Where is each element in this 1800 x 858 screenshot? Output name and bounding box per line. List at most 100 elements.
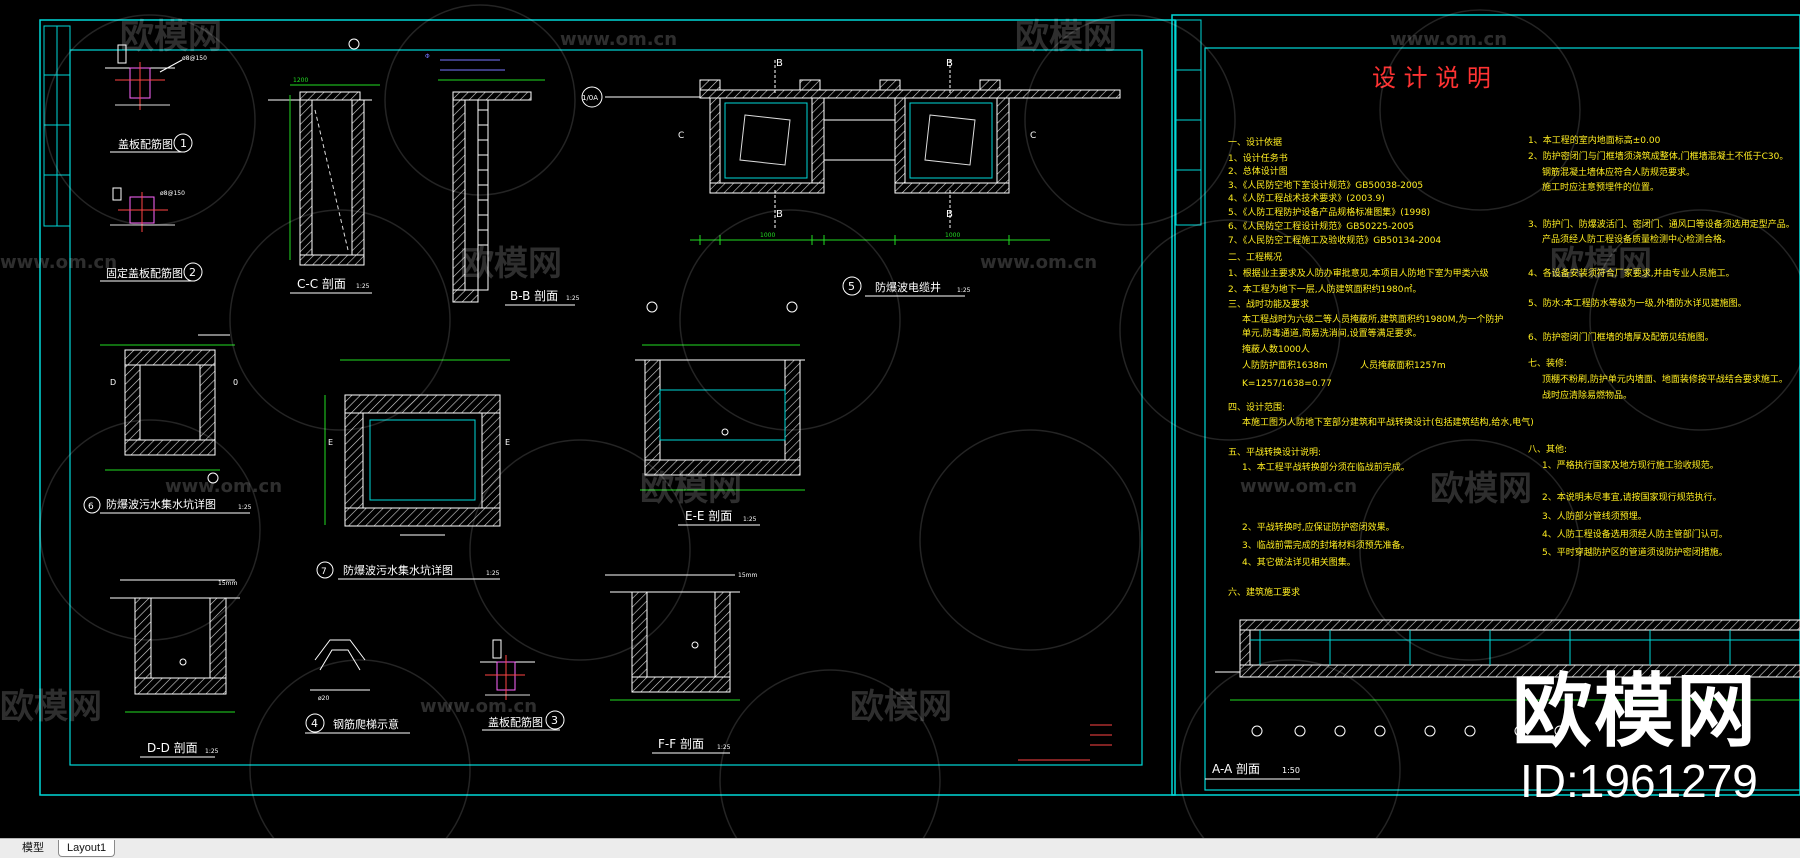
notes-column-2: 1、本工程的室内地面标高±0.00 2、防护密闭门与门框墙须浇筑成整体,门框墙混… <box>1528 134 1795 558</box>
svg-text:1000: 1000 <box>945 232 960 239</box>
svg-text:本施工图为人防地下室部分建筑和平战转换设计(包括建筑结构,给: 本施工图为人防地下室部分建筑和平战转换设计(包括建筑结构,给水,电气) <box>1242 416 1534 428</box>
svg-text:4、《人防工程战术技术要求》(2003.9): 4、《人防工程战术技术要求》(2003.9) <box>1228 192 1385 204</box>
svg-text:1:25: 1:25 <box>717 744 731 751</box>
svg-text:1:50: 1:50 <box>1282 766 1300 775</box>
svg-text:五、平战转换设计说明:: 五、平战转换设计说明: <box>1228 446 1321 458</box>
svg-text:1:25: 1:25 <box>957 287 971 294</box>
svg-text:2、总体设计图: 2、总体设计图 <box>1228 165 1288 177</box>
detail-4-title: 钢筋爬梯示意 <box>333 717 399 731</box>
plan-cable-well-number: 5 <box>848 280 855 293</box>
svg-text:欧模网: 欧模网 <box>640 469 742 509</box>
plan-cable-well: 1/0A B B B <box>581 58 1121 297</box>
plan-cable-well-title: 防爆波电缆井 <box>875 280 941 294</box>
svg-text:1:25: 1:25 <box>356 283 370 290</box>
svg-text:1、本工程的室内地面标高±0.00: 1、本工程的室内地面标高±0.00 <box>1528 134 1661 146</box>
cad-drawing-canvas[interactable]: ø8@150 盖板配筋图 1 ø8@150 固定盖板配筋图 2 <box>0 0 1800 838</box>
svg-text:ø8@150: ø8@150 <box>182 55 207 62</box>
svg-text:www.om.cn: www.om.cn <box>560 29 677 50</box>
tab-layout1[interactable]: Layout1 <box>58 840 116 857</box>
grid-label-1-0a: 1/0A <box>582 94 598 102</box>
right-sheet-outer-frame <box>1171 14 1800 796</box>
svg-text:六、建筑施工要求: 六、建筑施工要求 <box>1228 586 1300 598</box>
svg-text:四、设计范围:: 四、设计范围: <box>1228 401 1285 413</box>
svg-text:欧模网: 欧模网 <box>120 17 222 57</box>
section-cc-title: C-C 剖面 <box>297 277 346 291</box>
svg-text:C: C <box>678 131 684 141</box>
detail-1-number: 1 <box>180 137 187 150</box>
brand-overlay-logo: 欧模网 <box>1512 667 1758 756</box>
svg-text:1:25: 1:25 <box>743 516 757 523</box>
svg-text:2、本工程为地下一层,人防建筑面积约1980㎡。: 2、本工程为地下一层,人防建筑面积约1980㎡。 <box>1228 283 1422 295</box>
svg-text:掩蔽人数1000人: 掩蔽人数1000人 <box>1242 343 1310 355</box>
left-sheet: ø8@150 盖板配筋图 1 ø8@150 固定盖板配筋图 2 <box>39 19 1176 796</box>
section-ff-title: F-F 剖面 <box>658 737 704 751</box>
sump-detail-2: E E 7 防爆波污水集水坑详图 1:25 <box>316 359 510 580</box>
svg-text:1:25: 1:25 <box>566 295 580 302</box>
notes-column-1: 一、设计依据 1、设计任务书 2、总体设计图 3、《人民防空地下室设计规范》GB… <box>1228 136 1534 598</box>
detail-1-title: 盖板配筋图 <box>118 137 173 151</box>
detail-3-number: 3 <box>551 714 558 727</box>
svg-text:2、本说明未尽事宜,请按国家现行规范执行。: 2、本说明未尽事宜,请按国家现行规范执行。 <box>1542 491 1722 503</box>
svg-text:15mm: 15mm <box>738 572 757 579</box>
svg-text:钢筋混凝土墙体应符合人防规范要求。: 钢筋混凝土墙体应符合人防规范要求。 <box>1542 166 1695 178</box>
left-sheet-inner-frame <box>69 49 1143 766</box>
detail-2-title: 固定盖板配筋图 <box>106 266 183 280</box>
layout-tab-bar: 模型 Layout1 <box>0 838 1800 858</box>
section-ee-title: E-E 剖面 <box>685 509 732 523</box>
detail-3-title: 盖板配筋图 <box>488 715 543 729</box>
svg-text:1:25: 1:25 <box>205 748 219 755</box>
svg-text:B: B <box>946 209 953 220</box>
svg-text:2、防护密闭门与门框墙须浇筑成整体,门框墙混凝土不低于C30: 2、防护密闭门与门框墙须浇筑成整体,门框墙混凝土不低于C30。 <box>1528 150 1788 162</box>
svg-text:www.om.cn: www.om.cn <box>980 252 1097 273</box>
svg-text:4、人防工程设备选用须经人防主管部门认可。: 4、人防工程设备选用须经人防主管部门认可。 <box>1542 528 1728 540</box>
svg-text:ø8@150: ø8@150 <box>160 190 185 197</box>
tab-model[interactable]: 模型 <box>22 842 44 854</box>
section-bb-title: B-B 剖面 <box>510 289 558 303</box>
svg-text:1、严格执行国家及地方现行施工验收规范。: 1、严格执行国家及地方现行施工验收规范。 <box>1542 459 1719 471</box>
section-cc: 1200 C-C 剖面 1:25 <box>268 38 380 294</box>
detail-2-number: 2 <box>189 266 196 279</box>
svg-text:八、其他:: 八、其他: <box>1528 443 1567 455</box>
svg-text:产品须经人防工程设备质量检测中心检测合格。: 产品须经人防工程设备质量检测中心检测合格。 <box>1542 233 1731 245</box>
svg-text:一、设计依据: 一、设计依据 <box>1228 136 1282 148</box>
svg-text:6: 6 <box>88 502 94 512</box>
svg-text:欧模网: 欧模网 <box>850 687 952 727</box>
svg-text:4、各设备安装须符合厂家要求,并由专业人员施工。: 4、各设备安装须符合厂家要求,并由专业人员施工。 <box>1528 267 1735 279</box>
svg-text:1、根据业主要求及人防办审批意见,本项目人防地下室为甲类六级: 1、根据业主要求及人防办审批意见,本项目人防地下室为甲类六级 <box>1228 267 1489 279</box>
svg-text:七、装修:: 七、装修: <box>1528 357 1567 369</box>
svg-text:欧模网: 欧模网 <box>1430 469 1532 509</box>
design-notes-title: 设 计 说 明 <box>1372 64 1491 92</box>
section-aa: A-A 剖面 1:50 <box>1205 619 1800 780</box>
svg-text:顶棚不粉刷,防护单元内墙面、地面装修按平战结合要求施工。: 顶棚不粉刷,防护单元内墙面、地面装修按平战结合要求施工。 <box>1542 373 1788 385</box>
detail-4-number: 4 <box>311 717 318 730</box>
svg-text:二、工程概况: 二、工程概况 <box>1228 251 1282 263</box>
svg-text:5、《人防工程防护设备产品规格标准图集》(1998): 5、《人防工程防护设备产品规格标准图集》(1998) <box>1228 206 1430 218</box>
svg-text:B: B <box>776 58 783 69</box>
svg-text:D: D <box>110 378 116 387</box>
svg-text:1:25: 1:25 <box>486 570 500 577</box>
svg-text:战时应清除易燃物品。: 战时应清除易燃物品。 <box>1542 389 1632 401</box>
left-sheet-outer-frame <box>39 19 1176 796</box>
svg-text:E: E <box>505 438 510 447</box>
svg-text:E: E <box>328 438 333 447</box>
svg-text:6、《人民防空工程设计规范》GB50225-2005: 6、《人民防空工程设计规范》GB50225-2005 <box>1228 220 1414 232</box>
svg-text:欧模网: 欧模网 <box>0 687 102 727</box>
svg-text:欧模网: 欧模网 <box>1550 244 1652 284</box>
svg-text:www.om.cn: www.om.cn <box>420 696 537 717</box>
svg-text:www.om.cn: www.om.cn <box>1240 476 1357 497</box>
svg-text:人员掩蔽面积1257m: 人员掩蔽面积1257m <box>1360 359 1446 371</box>
sump-detail-1: D 0 6 防爆波污水集水坑详图 1:25 <box>83 334 252 514</box>
right-sheet: 设 计 说 明 一、设计依据 1、设计任务书 2、总体设计图 3、《人民防空地下… <box>1171 14 1800 796</box>
svg-text:2、平战转换时,应保证防护密闭效果。: 2、平战转换时,应保证防护密闭效果。 <box>1242 521 1395 533</box>
section-aa-title: A-A 剖面 <box>1212 762 1260 776</box>
svg-text:7、《人民防空工程施工及验收规范》GB50134-2004: 7、《人民防空工程施工及验收规范》GB50134-2004 <box>1228 234 1441 246</box>
section-dd: 15mm D-D 剖面 1:25 <box>110 579 240 758</box>
svg-text:5、防水:本工程防水等级为一级,外墙防水详见建施图。: 5、防水:本工程防水等级为一级,外墙防水详见建施图。 <box>1528 297 1747 309</box>
sump-2-title: 防爆波污水集水坑详图 <box>343 563 453 577</box>
svg-text:本工程战时为六级二等人员掩蔽所,建筑面积约1980M,为一个: 本工程战时为六级二等人员掩蔽所,建筑面积约1980M,为一个防护 <box>1242 313 1503 325</box>
svg-text:4、其它做法详见相关图集。: 4、其它做法详见相关图集。 <box>1242 556 1356 568</box>
section-ee: E-E 剖面 1:25 <box>635 301 805 526</box>
detail-cover-plate-3: 盖板配筋图 3 <box>480 639 565 731</box>
svg-text:ø20: ø20 <box>318 695 329 702</box>
svg-text:www.om.cn: www.om.cn <box>1390 29 1507 50</box>
